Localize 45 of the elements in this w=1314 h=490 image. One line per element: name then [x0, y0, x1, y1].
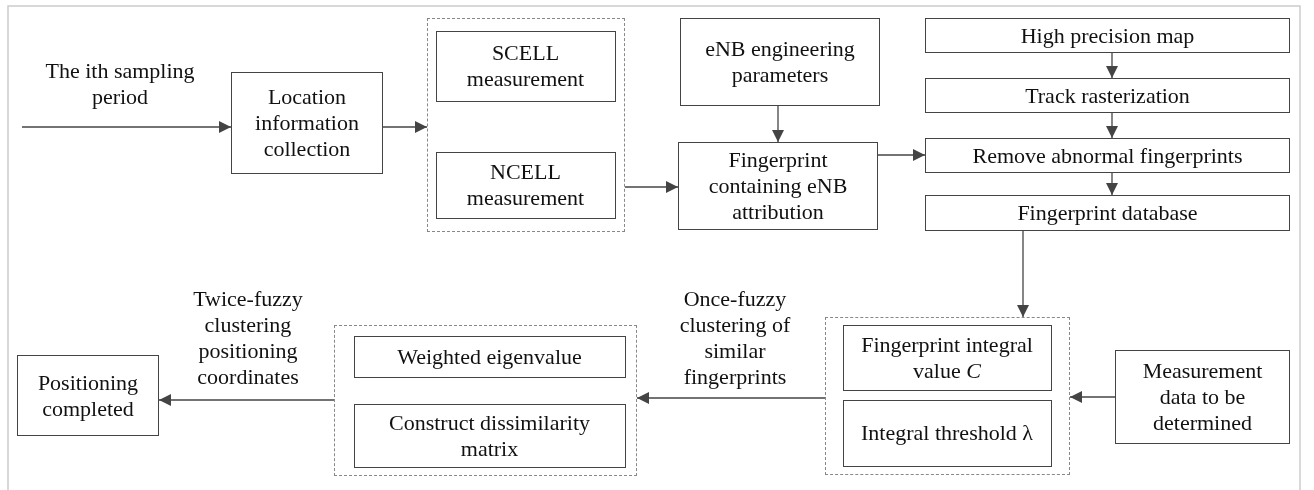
dashed-group-box — [825, 317, 1070, 475]
arrow — [636, 392, 826, 404]
arrow — [158, 394, 335, 406]
box-text: High precision map — [1020, 22, 1195, 49]
process-box — [231, 72, 383, 174]
arrow — [772, 105, 784, 143]
arrow — [1106, 112, 1118, 139]
process-box — [353, 403, 626, 468]
process-box — [842, 324, 1052, 391]
box-text: SCELL measurement — [465, 40, 586, 92]
box-text: Fingerprint database — [1017, 200, 1198, 226]
process-box — [678, 142, 878, 230]
dashed-group-box — [427, 18, 625, 232]
arrow — [1017, 230, 1029, 318]
arrow — [1106, 172, 1118, 196]
box-text: Weighted eigenvalue — [397, 343, 582, 370]
dashed-group-box — [334, 325, 637, 476]
box-text: eNB engineering parameters — [704, 36, 856, 88]
process-box — [435, 30, 616, 102]
box-text: Fingerprint containing eNB attribution — [707, 147, 849, 225]
process-box — [1115, 350, 1290, 444]
arrow — [1106, 52, 1118, 79]
box-text: Integral threshold λ — [861, 420, 1033, 446]
arrow — [1069, 391, 1116, 403]
process-box — [842, 399, 1052, 467]
arrow — [21, 121, 232, 133]
process-box — [925, 138, 1290, 173]
process-box — [680, 18, 880, 106]
box-text: Track rasterization — [1025, 82, 1190, 109]
process-box — [353, 335, 626, 378]
box-text: Positioning completed — [36, 369, 140, 422]
box-text: Measurement data to be determined — [1141, 358, 1264, 436]
box-text: Location information collection — [254, 84, 360, 162]
process-box — [925, 78, 1290, 113]
box-text: Fingerprint integral value C — [860, 331, 1034, 384]
arrow — [877, 149, 926, 161]
arrow — [382, 121, 428, 133]
process-box — [925, 18, 1290, 53]
box-text: Remove abnormal fingerprints — [972, 142, 1243, 169]
process-box — [17, 355, 159, 436]
box-text: NCELL measurement — [465, 159, 586, 211]
arrow — [624, 181, 679, 193]
box-text: Construct dissimilarity matrix — [387, 409, 592, 462]
process-box — [435, 151, 616, 219]
process-box — [925, 195, 1290, 231]
